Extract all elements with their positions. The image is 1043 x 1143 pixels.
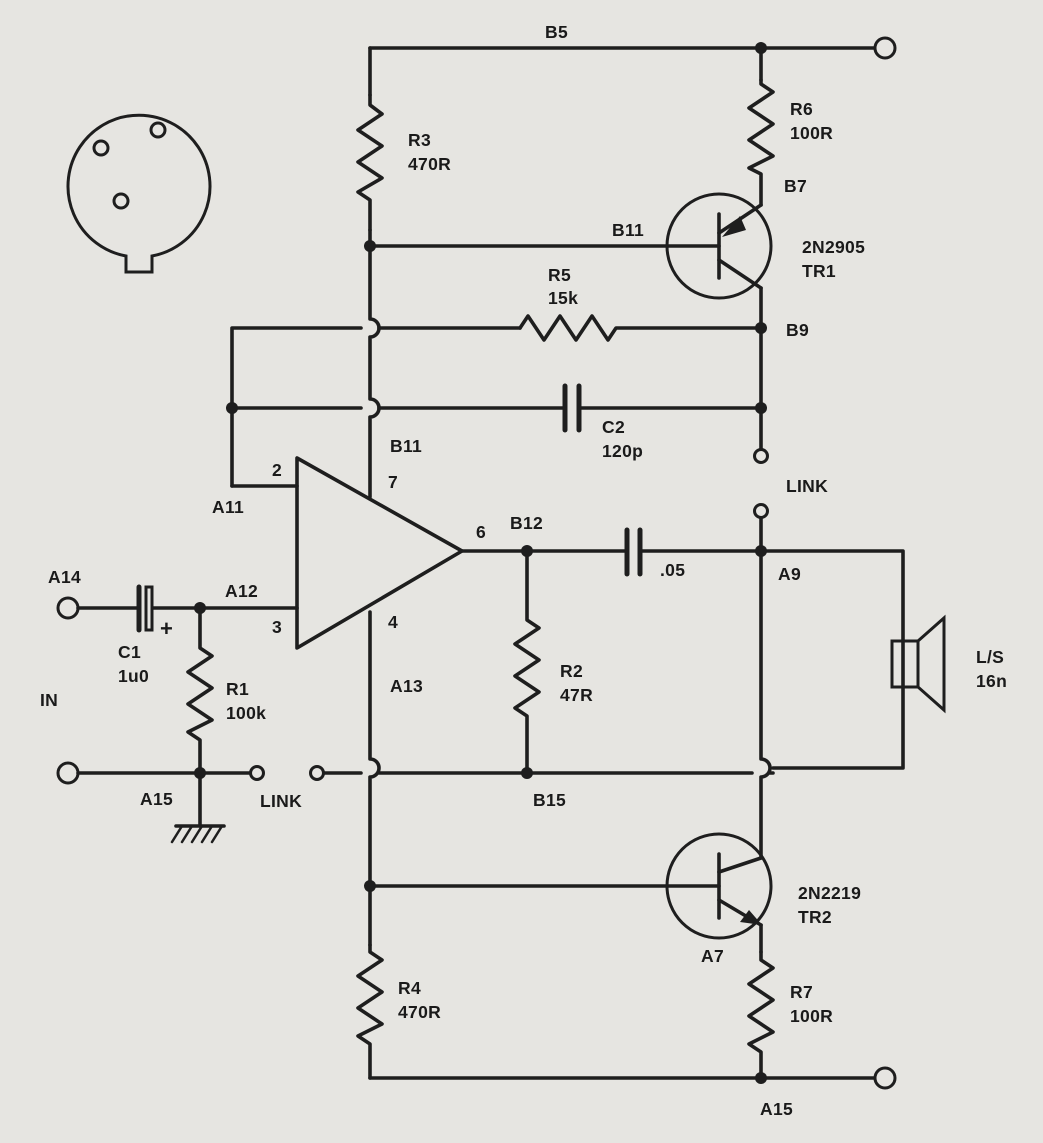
junction-dot	[364, 880, 376, 892]
label-pin7: 7	[388, 472, 398, 492]
label-c2-value: 120p	[602, 441, 643, 461]
label-a15-left: A15	[140, 789, 173, 809]
wire-top-rail	[368, 46, 878, 97]
label-pin6: 6	[476, 522, 486, 542]
wire-right-rail	[759, 549, 772, 860]
label-b5: B5	[545, 22, 568, 42]
label-ls-value: 16n	[976, 671, 1007, 691]
label-a15-bottom: A15	[760, 1099, 793, 1119]
transistor-tr1	[368, 192, 773, 332]
label-r4-value: 470R	[398, 1002, 441, 1022]
label-b7: B7	[784, 176, 807, 196]
wire-bias-rail	[368, 228, 381, 499]
label-pin2: 2	[272, 460, 282, 480]
label-b11-mid: B11	[390, 436, 422, 456]
label-c2-name: C2	[602, 417, 625, 437]
transistor-tr2	[368, 832, 773, 954]
supply-terminal-bottom	[873, 1066, 897, 1090]
op-amp	[295, 456, 464, 650]
label-r4-name: R4	[398, 978, 421, 998]
input-terminal-a14	[56, 596, 80, 620]
label-tr2-name: TR2	[798, 907, 832, 927]
label-c1-name: C1	[118, 642, 141, 662]
label-tr2-type: 2N2219	[798, 883, 861, 903]
label-r1-value: 100k	[226, 703, 266, 723]
wire-feedback-loop	[230, 326, 522, 488]
label-cap-05: .05	[660, 560, 685, 580]
wire-output	[460, 549, 905, 770]
label-r5-name: R5	[548, 265, 571, 285]
capacitor-output	[624, 527, 643, 577]
label-pin3: 3	[272, 617, 282, 637]
resistor-r5	[518, 314, 763, 342]
label-r2-value: 47R	[560, 685, 593, 705]
label-a13: A13	[390, 676, 423, 696]
label-ls-name: L/S	[976, 647, 1004, 667]
label-b15: B15	[533, 790, 566, 810]
junction-dot	[226, 402, 238, 414]
ground-icon	[170, 771, 226, 844]
link-terminal-right	[309, 765, 325, 781]
resistor-r4	[356, 943, 384, 1080]
label-r3-value: 470R	[408, 154, 451, 174]
label-r5-value: 15k	[548, 288, 578, 308]
label-pin4: 4	[388, 612, 398, 632]
resistor-r2	[513, 549, 541, 775]
label-r7-value: 100R	[790, 1006, 833, 1026]
capacitor-c2	[562, 383, 582, 433]
link-terminal-left	[249, 765, 265, 781]
label-r7-name: R7	[790, 982, 813, 1002]
label-in: IN	[40, 690, 58, 710]
junction-dot	[755, 1072, 767, 1084]
label-c1-value: 1u0	[118, 666, 149, 686]
label-b12: B12	[510, 513, 543, 533]
junction-dot	[521, 767, 533, 779]
label-a12: A12	[225, 581, 258, 601]
resistor-r3	[356, 93, 384, 232]
label-a9: A9	[778, 564, 801, 584]
label-a7: A7	[701, 946, 724, 966]
supply-terminal-top	[873, 36, 897, 60]
label-b11-top: B11	[612, 220, 644, 240]
label-plus: +	[160, 616, 173, 641]
link-terminal-lower	[753, 503, 769, 519]
transistor-pinout-icon	[66, 113, 212, 274]
label-link-bottom: LINK	[260, 791, 302, 811]
label-link-right: LINK	[786, 476, 828, 496]
label-r1-name: R1	[226, 679, 249, 699]
loudspeaker-icon	[890, 614, 946, 714]
label-r2-name: R2	[560, 661, 583, 681]
label-b9: B9	[786, 320, 809, 340]
resistor-r1	[186, 606, 214, 775]
label-a14: A14	[48, 567, 81, 587]
label-r6-name: R6	[790, 99, 813, 119]
resistor-r7	[747, 950, 775, 1080]
label-a11: A11	[212, 497, 244, 517]
label-tr1-name: TR1	[802, 261, 836, 281]
junction-dot	[755, 322, 767, 334]
label-r6-value: 100R	[790, 123, 833, 143]
capacitor-c1	[136, 584, 154, 633]
label-tr1-type: 2N2905	[802, 237, 865, 257]
junction-dot	[755, 42, 767, 54]
wire-lower-rail	[368, 610, 381, 947]
input-terminal-ground	[56, 761, 80, 785]
resistor-r6	[747, 78, 775, 207]
link-terminal-upper	[753, 448, 769, 464]
label-r3-name: R3	[408, 130, 431, 150]
